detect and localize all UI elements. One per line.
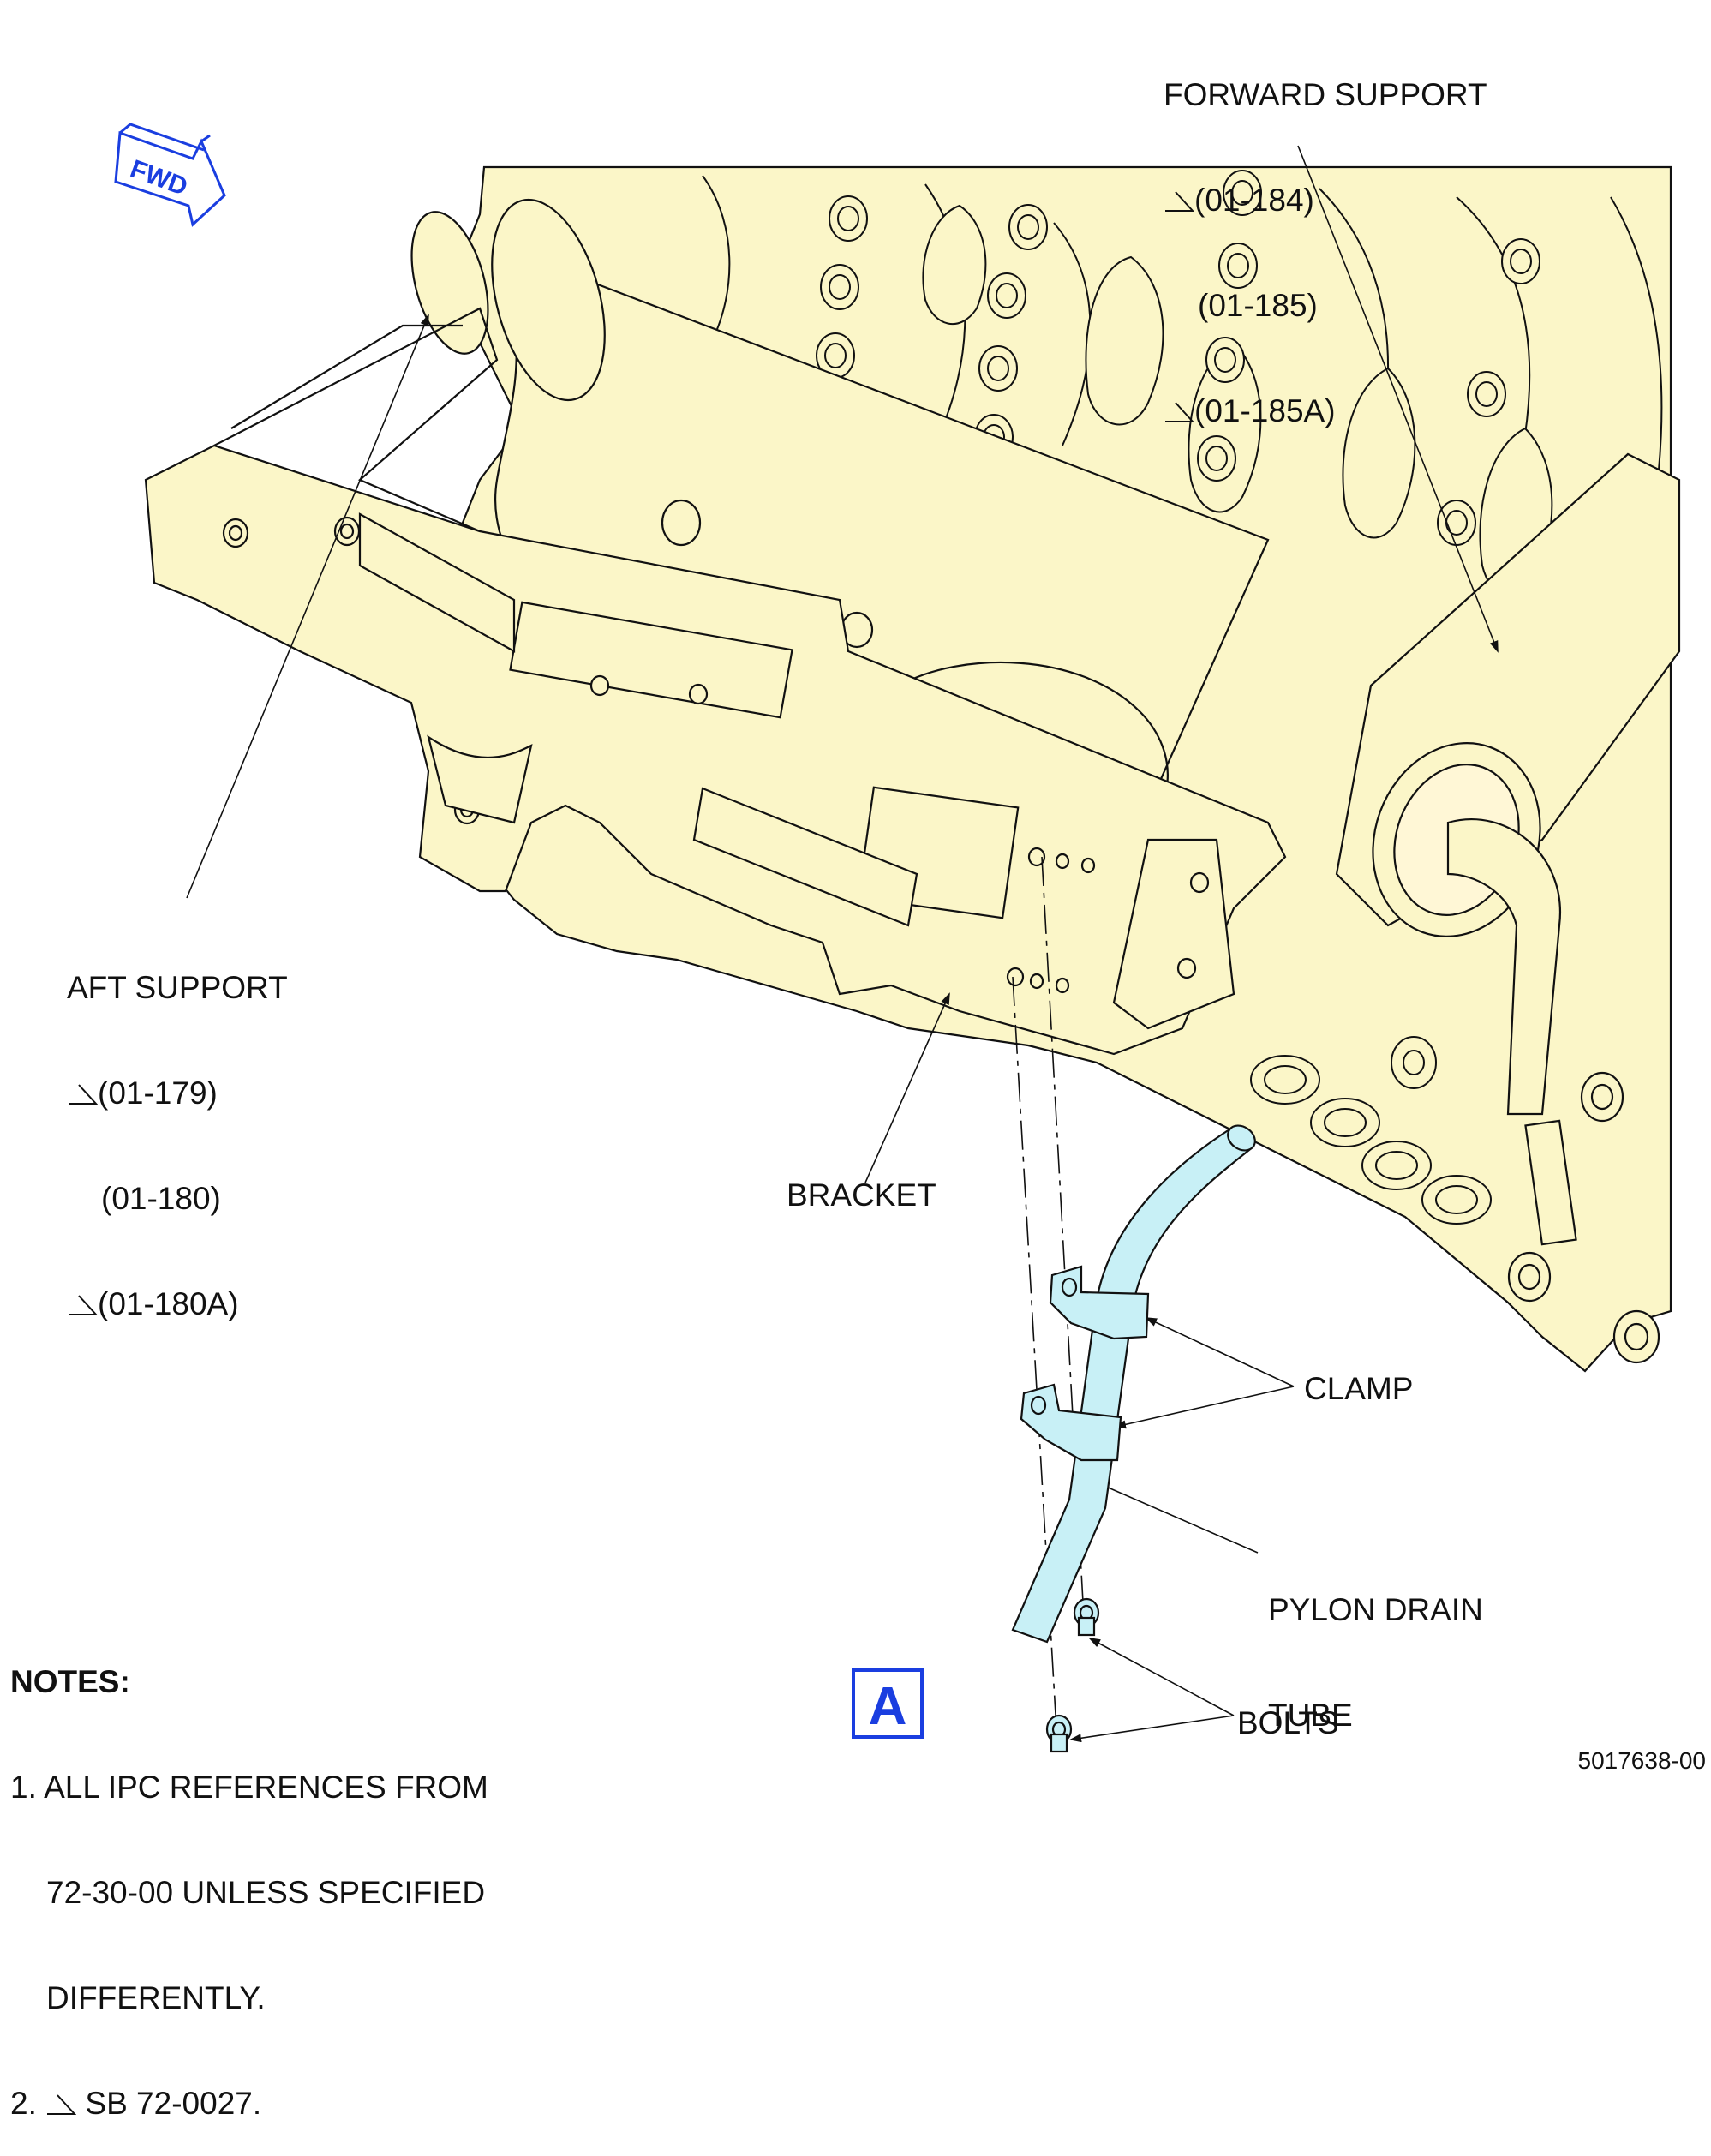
pylon-drain-tube-label: PYLON DRAIN TUBE: [1268, 1522, 1483, 1768]
fwd-text: FWD: [127, 155, 191, 201]
aft-support-ref-3: (01-180A): [98, 1286, 239, 1321]
pylon-drain-tube: [1011, 1128, 1255, 1644]
aft-support-label: AFT SUPPORT (01-179) (01-180) (01-180A): [67, 900, 288, 1356]
pylon-drain-tube-line-2: TUBE: [1268, 1698, 1353, 1733]
note-1-line-3: DIFFERENTLY.: [46, 1980, 266, 2015]
sb-effectivity-icon: [1165, 191, 1194, 212]
sb-effectivity-icon: [69, 1084, 98, 1105]
notes-heading: NOTES:: [10, 1664, 130, 1699]
forward-support-ref-3: (01-185A): [1194, 393, 1336, 428]
sb-effectivity-icon: [47, 2094, 77, 2115]
engine-mount-illustration: FWD: [114, 123, 1681, 1753]
aft-support-ref-2: (01-180): [101, 1181, 221, 1216]
bolt-upper: [1073, 1597, 1100, 1637]
forward-support-link: [1335, 452, 1681, 1364]
figure-id: 5017638-00: [1577, 1747, 1706, 1774]
note-2-text: SB 72-0027.: [85, 2086, 262, 2121]
aft-support-frame: [144, 307, 1287, 1056]
bolt-lower: [1045, 1714, 1073, 1753]
forward-support-title: FORWARD SUPPORT: [1164, 77, 1487, 112]
view-letter-badge: A: [852, 1668, 924, 1739]
aft-support-ref-1: (01-179): [98, 1075, 218, 1111]
pylon-drain-tube-line-1: PYLON DRAIN: [1268, 1592, 1483, 1627]
bolts-label: BOLTS: [1237, 1705, 1339, 1740]
lower-clamp: [1020, 1383, 1122, 1462]
leader-lines: [186, 145, 1499, 1743]
aft-support-title: AFT SUPPORT: [67, 970, 288, 1005]
note-1-line-1: 1. ALL IPC REFERENCES FROM: [10, 1770, 488, 1805]
forward-support-ref-2: (01-185): [1198, 288, 1318, 323]
sb-effectivity-icon: [69, 1295, 98, 1315]
bracket-label: BRACKET: [787, 1177, 936, 1213]
engine-case-details: [702, 170, 1663, 599]
case-bolt-row: [816, 170, 1540, 572]
notes-block: NOTES: 1. ALL IPC REFERENCES FROM 72-30-…: [10, 1594, 488, 2156]
forward-support-ref-1: (01-184): [1194, 183, 1314, 218]
fwd-arrow-icon: FWD: [114, 123, 226, 227]
pylon-drain-tube-assembly: [1011, 1124, 1256, 1753]
sb-effectivity-icon: [1165, 402, 1194, 422]
note-2-number: 2.: [10, 2086, 37, 2121]
forward-support-label: FORWARD SUPPORT (01-184) (01-185) (01-18…: [1164, 7, 1487, 464]
note-1-line-2: 72-30-00 UNLESS SPECIFIED: [46, 1875, 486, 1910]
clamp-label: CLAMP: [1304, 1371, 1414, 1406]
lower-fitting-row: [1250, 1036, 1492, 1225]
